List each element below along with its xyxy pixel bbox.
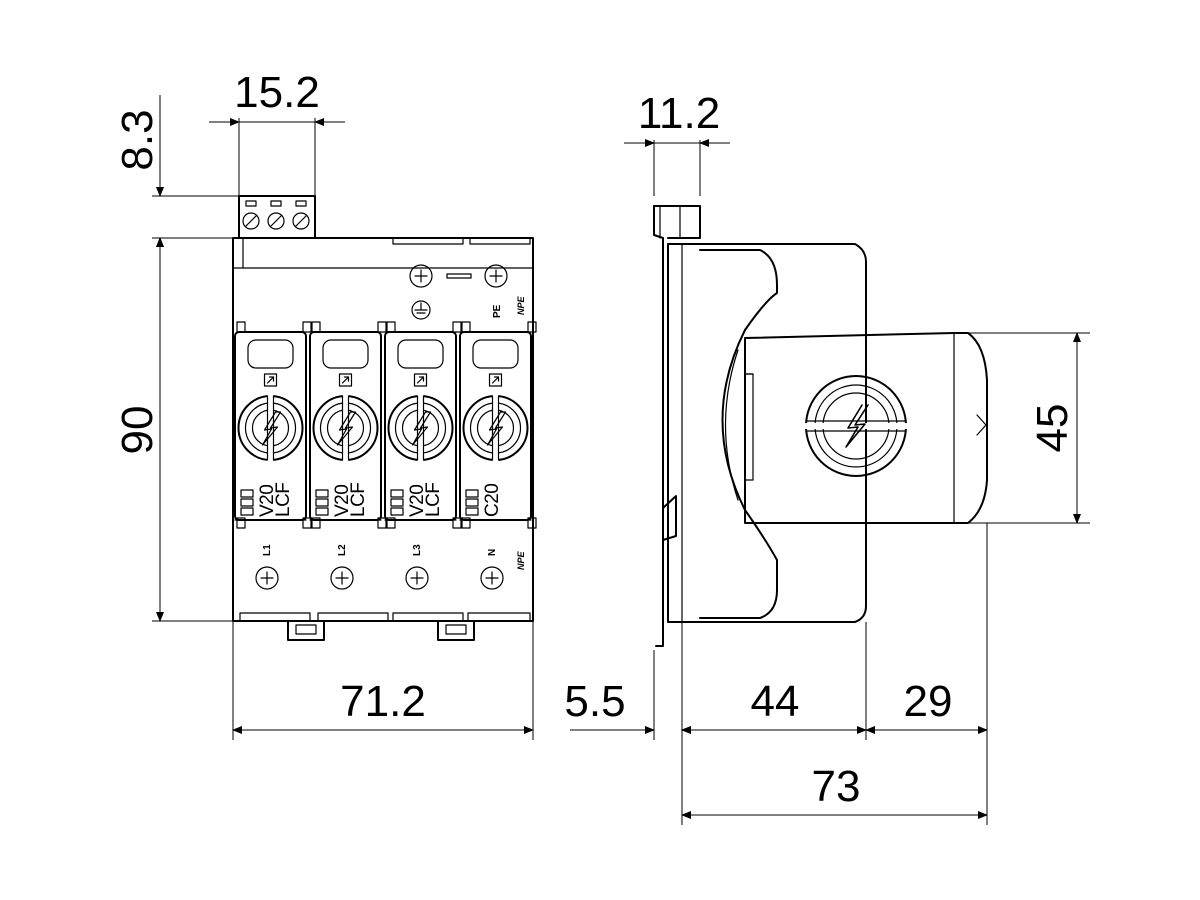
module-class-label: LCF <box>273 483 294 517</box>
module-class-label: LCF <box>348 483 369 517</box>
dim-top-height: 8.3 <box>113 109 162 170</box>
module-type-label: V20 <box>332 485 353 517</box>
obo-logo-icon <box>315 489 329 516</box>
dim-depth-body: 44 <box>751 677 800 726</box>
dim-height: 90 <box>113 406 162 455</box>
module-type-label: V20 <box>257 485 278 517</box>
dimension-labels: 15.2 8.3 90 71.2 11.2 5.5 44 29 73 45 <box>113 68 1077 811</box>
module-cover <box>744 332 988 524</box>
obo-logo-icon <box>390 489 404 516</box>
dim-cover-height: 45 <box>1028 404 1077 453</box>
dim-depth-cover: 29 <box>904 677 953 726</box>
terminal-label: L3 <box>412 544 423 556</box>
terminal-screws <box>255 566 504 590</box>
module-type-label: V20 <box>407 485 428 517</box>
module-class-label: LCF <box>423 483 444 517</box>
terminal-screw-icon <box>255 566 279 590</box>
remote-signal-terminal <box>238 195 316 239</box>
terminal-labels: L1 L2 L3 N <box>262 544 498 556</box>
terminal-label: L1 <box>262 544 273 556</box>
front-housing <box>232 237 534 622</box>
din-rail <box>653 205 664 647</box>
pe-label: PE <box>492 304 503 318</box>
spd-module: C20 <box>459 321 537 529</box>
dim-depth-total: 73 <box>812 762 861 811</box>
dimension-lines <box>152 95 1090 825</box>
terminal-screw-icon <box>330 566 354 590</box>
dim-width: 71.2 <box>340 677 426 726</box>
npe-screw <box>484 264 508 288</box>
din-clip <box>437 620 475 641</box>
dim-rail-offset: 5.5 <box>564 677 625 726</box>
terminal-label: N <box>487 549 498 556</box>
terminal-label: L2 <box>337 544 348 556</box>
module-type-label: C20 <box>482 484 503 517</box>
obo-logo-icon <box>465 489 479 516</box>
earth-symbol-icon <box>411 300 431 320</box>
pe-screw <box>409 264 433 288</box>
bottom-npe-label: NPE <box>516 550 526 570</box>
obo-logo-icon <box>240 489 254 516</box>
side-view <box>653 205 988 647</box>
npe-label: NPE <box>516 295 526 315</box>
terminal-screw-icon <box>405 566 429 590</box>
lightning-indicator-icon <box>803 375 909 477</box>
din-clip <box>287 620 325 641</box>
dim-side-top-width: 11.2 <box>638 89 720 138</box>
terminal-screw-icon <box>480 566 504 590</box>
dim-top-width: 15.2 <box>234 68 320 117</box>
side-housing <box>667 243 867 623</box>
